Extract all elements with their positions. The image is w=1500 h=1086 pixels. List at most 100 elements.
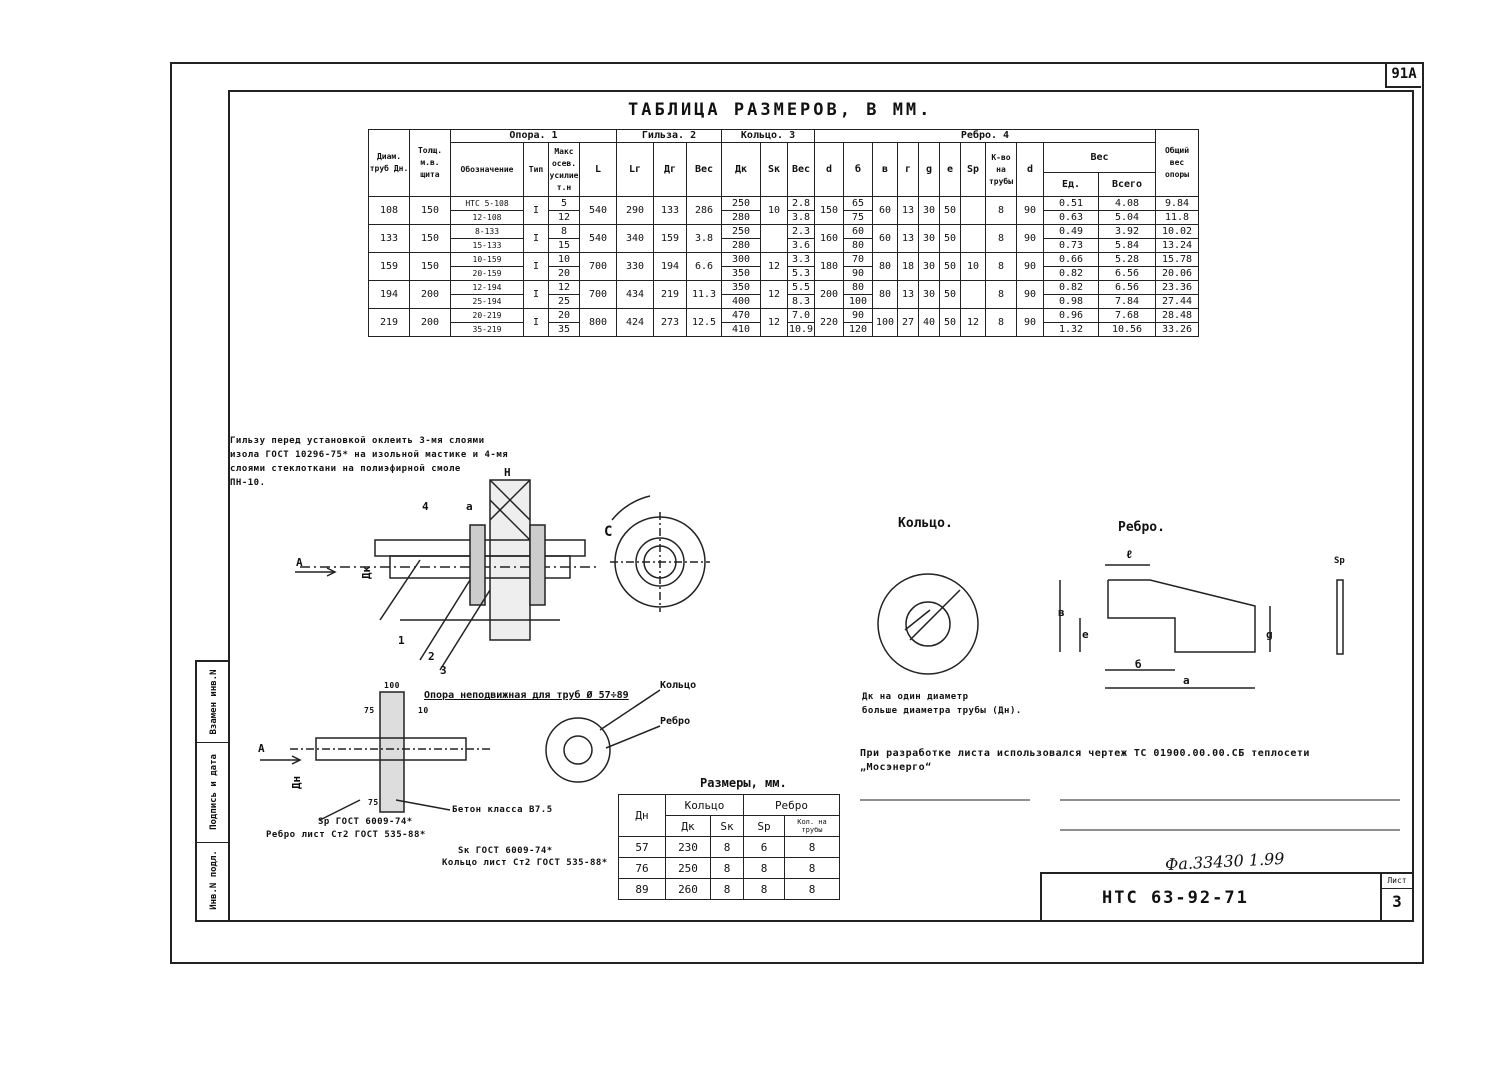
title-block: НТС 63-92-71 Лист 3 (1040, 872, 1412, 920)
table-cell: 108 (368, 196, 410, 225)
small-h-kolco: Кольцо (665, 794, 744, 816)
table-cell: 90 (1016, 308, 1044, 337)
outer-frame (170, 62, 1424, 964)
source-note-2: „Мосэнерго“ (860, 762, 932, 773)
table-cell: 35 (548, 322, 580, 337)
label-2: 2 (428, 650, 435, 663)
fixed-support-drawing (260, 689, 661, 821)
sheet-number: 3 (1392, 892, 1402, 911)
table-cell: 25-194 (450, 294, 524, 309)
sheet-cell: Лист 3 (1380, 874, 1412, 920)
label-b: б (1135, 658, 1142, 671)
table-cell: 12 (760, 308, 788, 337)
table-cell: 286 (686, 196, 722, 225)
table-cell: 120 (843, 322, 873, 337)
dim-75-top: 75 (364, 706, 375, 715)
table-cell: 10.56 (1098, 322, 1156, 337)
label-sr: Sр (1334, 556, 1345, 566)
sk-gost-1: Sк ГОСТ 6009-74* (458, 846, 553, 856)
table-cell: I (523, 308, 549, 337)
view-label-a2: А (258, 742, 265, 755)
table-cell: 219 (368, 308, 410, 337)
sidebar-cell-1: Взамен инв.N (197, 662, 230, 743)
header-maks: Макс осев. усилие т.н (548, 142, 580, 197)
table-cell: 8 (784, 878, 840, 900)
table-cell: 10.9 (787, 322, 815, 337)
label-3: 3 (440, 664, 447, 677)
table-cell: 35-219 (450, 322, 524, 337)
small-table-title: Размеры, мм. (700, 776, 787, 790)
label-h: Н (504, 466, 511, 479)
table-cell: 133 (653, 196, 687, 225)
table-cell: 50 (939, 308, 961, 337)
header-ves-r: Вес (1043, 142, 1156, 173)
kolco-callout: Кольцо (660, 680, 697, 691)
table-cell: 273 (653, 308, 687, 337)
dk-note-1: Дк на один диаметр (862, 692, 969, 702)
sp-gost-1: Sр ГОСТ 6009-74* (318, 817, 413, 827)
table-title: ТАБЛИЦА РАЗМЕРОВ, В ММ. (628, 100, 933, 120)
note-line-1: Гильзу перед установкой оклеить 3-мя сло… (230, 436, 485, 446)
table-cell: 100 (872, 308, 898, 337)
kolco-drawing (877, 573, 979, 675)
support-section-drawing (295, 479, 600, 671)
beton-note: Бетон класса В7.5 (452, 805, 553, 815)
small-h-sp: Sр (743, 815, 785, 837)
header-oboz: Обозначение (450, 142, 524, 197)
small-h-dn: Дн (618, 794, 666, 837)
table-cell: 200 (409, 308, 451, 337)
table-cell: 280 (721, 238, 761, 253)
label-4: 4 (422, 500, 429, 513)
table-cell: 424 (616, 308, 654, 337)
header-total: Общий вес опоры (1155, 129, 1199, 197)
note-line-4: ПН-10. (230, 478, 266, 488)
rebro-title: Ребро. (1118, 520, 1165, 535)
sp-gost-2: Ребро лист Ст2 ГОСТ 535-88* (266, 830, 426, 840)
table-cell: 330 (616, 252, 654, 281)
dimensions-table: Диам. труб Дн. Толщ. м.в. щита Опора. 1 … (368, 129, 1199, 337)
table-cell: 540 (579, 196, 617, 225)
table-cell: 340 (616, 224, 654, 253)
sk-gost-2: Кольцо лист Ст2 ГОСТ 535-88* (442, 858, 608, 868)
source-note-1: При разработке листа использовался черте… (860, 748, 1310, 759)
header-L: L (579, 142, 617, 197)
table-cell: 33.26 (1155, 322, 1199, 337)
label-1: 1 (398, 634, 405, 647)
header-dn: Диам. труб Дн. (368, 129, 410, 197)
label-l: ℓ (1126, 548, 1133, 561)
table-cell: 150 (409, 252, 451, 281)
dim-100: 100 (384, 681, 400, 690)
dim-10: 10 (418, 706, 429, 715)
table-cell: 3.8 (686, 224, 722, 253)
rebro-drawing (1059, 564, 1344, 689)
view-label-a: А (296, 556, 303, 569)
label-v: в (1058, 606, 1065, 619)
ring-front-view (610, 495, 710, 612)
label-a-rebro: а (1183, 674, 1190, 687)
header-vsego: Всего (1098, 172, 1156, 197)
small-h-sk: Sк (710, 815, 744, 837)
table-cell: 3.6 (787, 238, 815, 253)
dim-75-bottom: 75 (368, 798, 379, 807)
small-dimensions-table: Дн Кольцо Ребро Дк Sк Sр Кол. на трубы 5… (618, 794, 840, 900)
table-cell: 10 (760, 196, 788, 225)
header-dd: d (1016, 142, 1044, 197)
table-cell: 12 (760, 252, 788, 281)
header-ves-g: Вес (686, 142, 722, 197)
drawing-frame (228, 90, 1414, 922)
label-e: е (1082, 628, 1089, 641)
table-cell: 20 (548, 266, 580, 281)
table-cell: 90 (1016, 280, 1044, 309)
table-cell: 8 (985, 280, 1017, 309)
document-code: НТС 63-92-71 (1102, 888, 1249, 908)
note-line-3: слоями стеклоткани на полиэфирной смоле (230, 464, 461, 474)
table-cell: 410 (721, 322, 761, 337)
